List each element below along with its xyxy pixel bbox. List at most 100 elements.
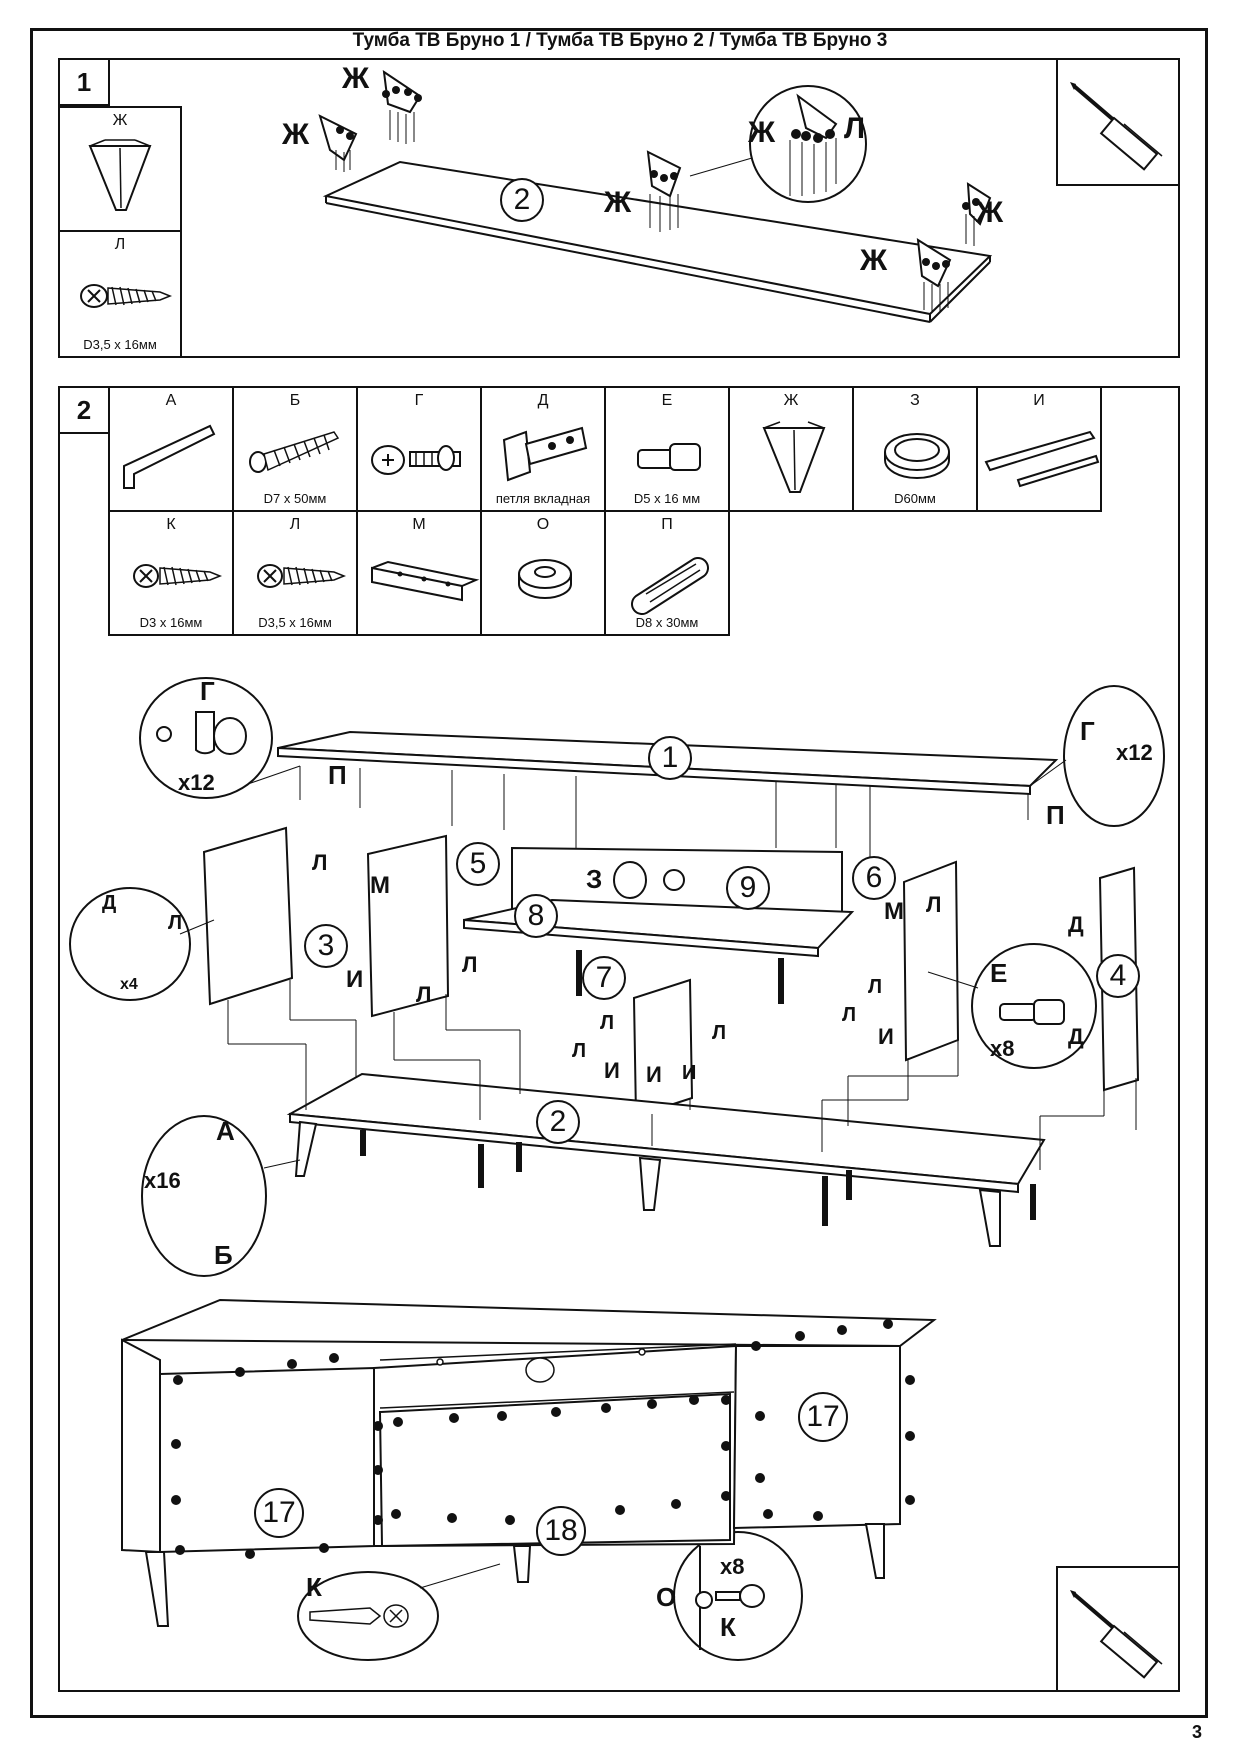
confirmat-screw-icon [249, 431, 340, 473]
part-size: D3,5 x 16мм [83, 337, 157, 352]
step1-callout-leg: Ж [604, 186, 632, 219]
label: И [646, 1062, 662, 1087]
step1-callout-leg: Ж [860, 244, 888, 277]
page-frame [30, 28, 1208, 1718]
label: Л [572, 1040, 587, 1062]
part-i-runner: И [976, 386, 1102, 512]
label: Л [312, 850, 328, 875]
front-18: 18 [536, 1506, 586, 1556]
label: Л [416, 982, 432, 1007]
step1-part-zh: Ж [58, 106, 182, 232]
step-2-number: 2 [60, 388, 110, 434]
drawer-runner-icon [984, 430, 1100, 488]
part-l-screw: Л D3,5 x 16мм [232, 510, 358, 636]
screw-b-letter-b: Б [214, 1240, 233, 1270]
front-17-left: 17 [254, 1488, 304, 1538]
part-size: D3,5 x 16мм [258, 615, 332, 630]
washer-icon [518, 559, 572, 599]
panel-8: 8 [514, 894, 558, 938]
screw-icon [80, 284, 173, 308]
label: Л [462, 952, 478, 977]
hinge-letter-l: Л [168, 912, 183, 934]
front-17-right: 17 [798, 1392, 848, 1442]
step1-part-l: Л D3,5 x 16мм [58, 230, 182, 358]
dowel-left-letter: П [328, 760, 347, 790]
part-letter: М [412, 516, 426, 533]
screwdriver-icon [1070, 82, 1163, 171]
hinge-qty: x4 [120, 976, 138, 993]
label: И [878, 1024, 894, 1049]
label: Л [842, 1004, 857, 1026]
part-size: D3 x 16мм [139, 615, 203, 630]
part-size: D5 x 16 мм [633, 491, 701, 506]
runner-bracket-icon [371, 560, 480, 602]
part-letter: А [165, 392, 177, 409]
part-size: D7 x 50мм [263, 491, 327, 506]
grommet-letter: З [586, 864, 603, 894]
screwdriver-box-top [1056, 58, 1180, 186]
handle-letter-o: О [656, 1582, 677, 1612]
part-letter: Г [414, 392, 424, 409]
hinge-icon [502, 426, 588, 482]
label: Д [1068, 1024, 1084, 1049]
part-o-washer: О [480, 510, 606, 636]
panel-7: 7 [582, 956, 626, 1000]
cam-right-qty: x12 [1116, 740, 1153, 765]
part-letter: И [1033, 392, 1045, 409]
panel-4: 4 [1096, 954, 1140, 998]
hinge-letter-d: Д [102, 892, 117, 914]
cam-lock-icon [371, 445, 461, 475]
screwdriver-box-bottom [1056, 1566, 1180, 1692]
panel-6: 6 [852, 856, 896, 900]
leg-icon [762, 421, 826, 493]
part-size: петля вкладная [495, 491, 591, 506]
wood-dowel-icon [631, 557, 709, 615]
label: И [346, 966, 364, 993]
part-letter: О [536, 516, 550, 533]
handle-letter-k: К [720, 1612, 736, 1642]
hex-key-icon [123, 424, 216, 489]
part-letter: Ж [112, 112, 128, 129]
step1-callout-leg: Ж [976, 196, 1004, 229]
screw-icon [133, 564, 223, 588]
step1-callout-leg: Ж [282, 118, 310, 151]
part-letter: К [166, 516, 176, 533]
panel-1: 1 [648, 736, 692, 780]
page-title: Тумба ТВ Бруно 1 / Тумба ТВ Бруно 2 / Ту… [352, 30, 888, 51]
grommet-icon [884, 433, 950, 479]
step1-panel-2: 2 [500, 178, 544, 222]
cam-left-qty: x12 [178, 770, 215, 795]
step1-callout-leg: Ж [342, 62, 370, 95]
part-a-hex-key: А [108, 386, 234, 512]
step-1-number: 1 [60, 60, 110, 106]
part-size: D60мм [894, 491, 936, 506]
dowel-right-letter: П [1046, 800, 1065, 830]
part-letter: Ж [783, 392, 799, 409]
part-k-screw: К D3 x 16мм [108, 510, 234, 636]
label: Л [868, 976, 883, 998]
label: Д [1068, 912, 1084, 937]
part-b-confirmat: Б D7 x 50мм [232, 386, 358, 512]
part-p-dowel: П D8 x 30мм [604, 510, 730, 636]
label: Л [926, 892, 942, 917]
cam-right-letter: Г [1080, 716, 1095, 746]
part-letter: Д [537, 392, 549, 409]
label: И [682, 1062, 697, 1084]
part-letter: Л [114, 236, 126, 253]
part-letter: Б [289, 392, 301, 409]
panel-3: 3 [304, 924, 348, 968]
panel-9: 9 [726, 866, 770, 910]
screw-k-letter: К [306, 1572, 322, 1602]
label: Л [712, 1022, 727, 1044]
part-d-hinge: Д петля вкладная [480, 386, 606, 512]
pin-e-letter: Е [990, 958, 1008, 988]
part-m-runner-bracket: М [356, 510, 482, 636]
step1-callout-screw: Л [844, 112, 866, 145]
part-zh-leg: Ж [728, 386, 854, 512]
label: М [884, 898, 904, 925]
cam-left-letter: Г [200, 676, 215, 706]
panel-2: 2 [536, 1100, 580, 1144]
step1-callout-leg: Ж [748, 116, 776, 149]
handle-qty: x8 [720, 1554, 745, 1579]
label: И [604, 1058, 620, 1083]
